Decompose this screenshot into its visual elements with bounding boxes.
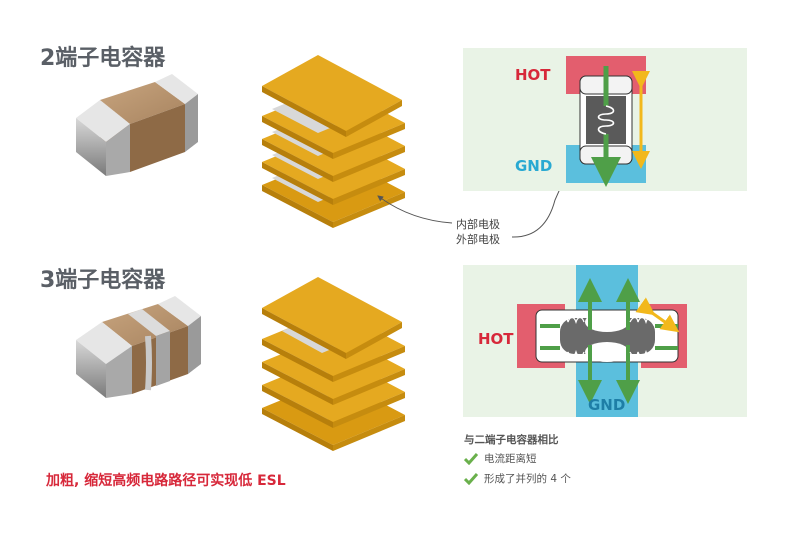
inductor-coil-icon xyxy=(559,316,585,325)
inner-electrode-label: 内部电极 xyxy=(456,218,500,231)
comparison-item: 电流距离短 xyxy=(464,451,537,466)
two-terminal-hot-label: HOT xyxy=(515,66,551,84)
three-terminal-schematic xyxy=(463,265,747,417)
comparison-item-text: 电流距离短 xyxy=(484,453,537,465)
three-terminal-hot-label: HOT xyxy=(478,330,514,348)
inductor-coil-icon xyxy=(559,349,585,358)
inductor-coil-icon xyxy=(597,105,615,135)
comparison-title: 与二端子电容器相比 xyxy=(464,434,559,446)
comparison-item: 形成了并列的 4 个 xyxy=(464,471,571,486)
two-terminal-gnd-label: GND xyxy=(515,157,552,175)
three-terminal-title: 3端子电容器 xyxy=(40,268,166,293)
callout-lines xyxy=(377,147,579,238)
check-icon xyxy=(464,472,478,485)
comparison-item-text: 形成了并列的 4 个 xyxy=(484,473,571,485)
three-terminal-gnd-label: GND xyxy=(588,396,625,414)
inductor-coil-icon xyxy=(629,349,655,358)
two-terminal-schematic xyxy=(463,48,747,191)
low-esl-note: 加粗, 缩短高频电路路径可实现低 ESL xyxy=(46,473,286,489)
two-terminal-chip xyxy=(76,74,198,176)
two-terminal-electrode-stack xyxy=(262,55,405,228)
outer-electrode-label: 外部电极 xyxy=(456,233,500,246)
two-terminal-title: 2端子电容器 xyxy=(40,46,166,71)
check-icon xyxy=(464,452,478,465)
three-terminal-chip xyxy=(76,296,201,398)
three-terminal-electrode-stack xyxy=(262,277,405,451)
